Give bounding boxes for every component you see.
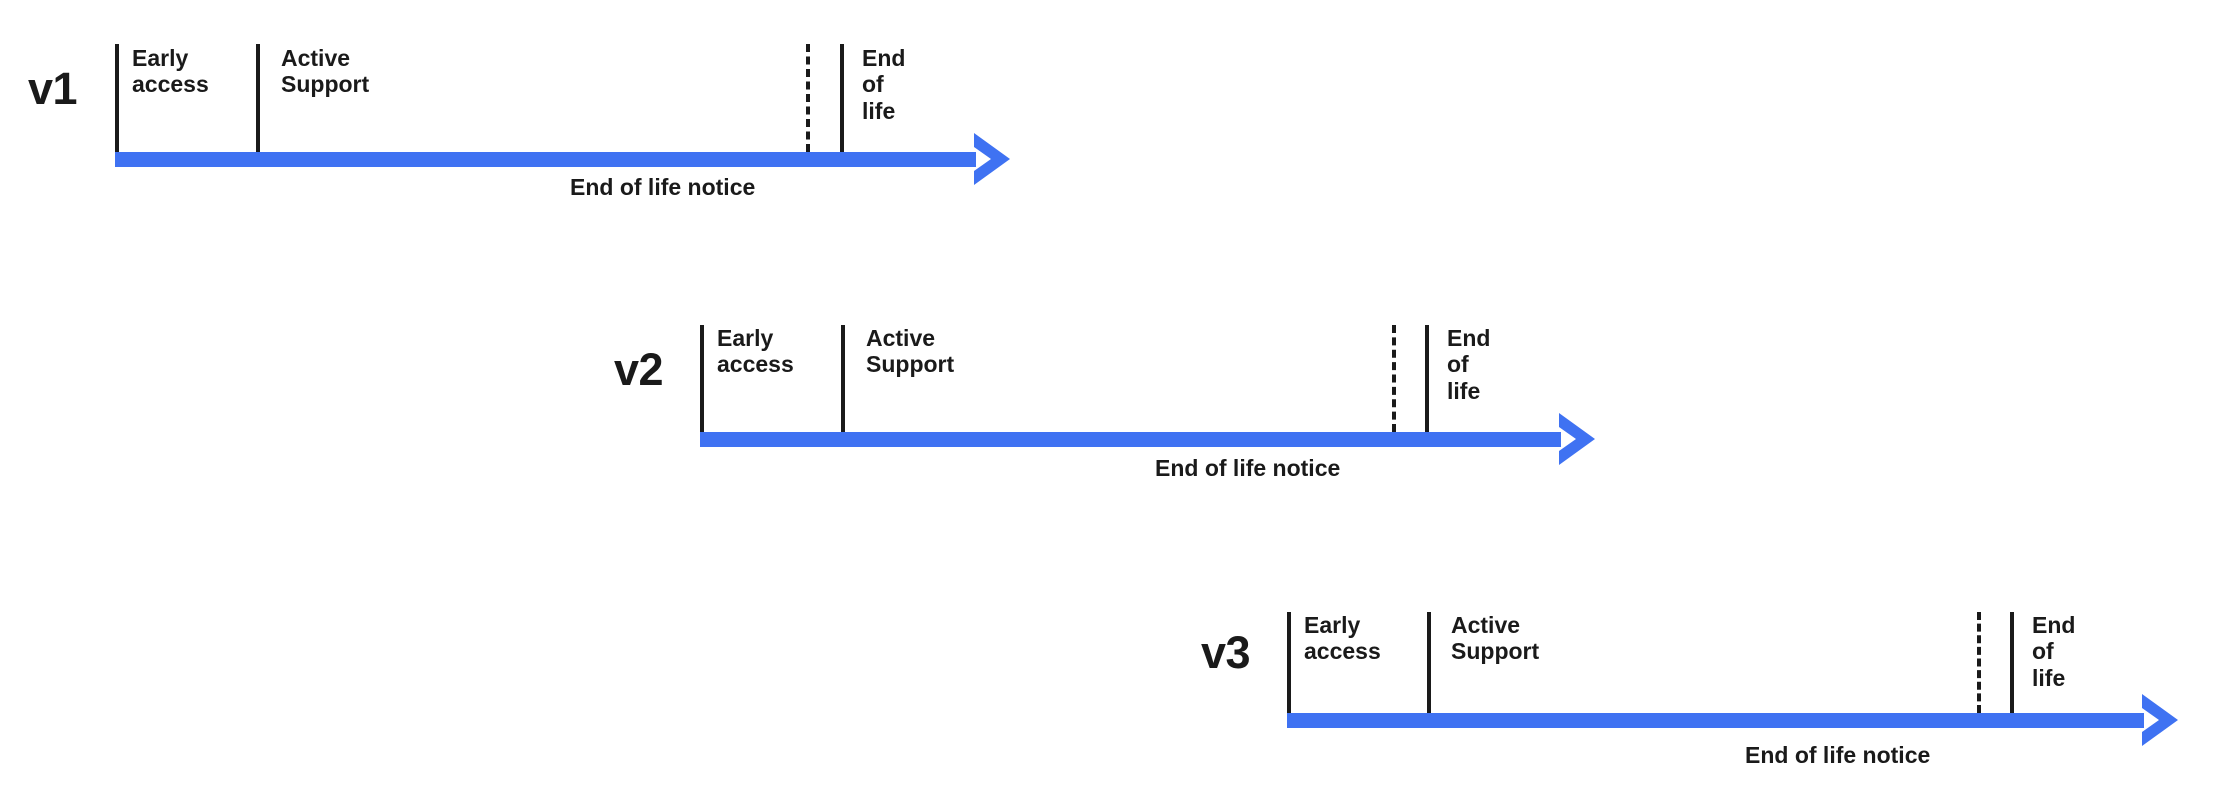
timeline-bar <box>115 152 976 167</box>
phase-divider-solid-0 <box>1287 612 1291 713</box>
phase-divider-solid-3 <box>840 44 844 152</box>
phase-label-1: Active Support <box>281 45 370 98</box>
phase-label-3: End of life <box>862 45 906 124</box>
phase-label-0: Early access <box>717 325 794 378</box>
end-of-life-notice-label: End of life notice <box>570 174 756 200</box>
phase-divider-solid-3 <box>1425 325 1429 432</box>
timeline-bar <box>1287 713 2144 728</box>
phase-label-0: Early access <box>132 45 209 98</box>
phase-label-1: Active Support <box>1451 612 1540 665</box>
version-label-v1: v1 <box>28 63 78 114</box>
phase-divider-solid-0 <box>115 44 119 152</box>
timeline-bar <box>700 432 1561 447</box>
phase-divider-solid-3 <box>2010 612 2014 713</box>
phase-label-1: Active Support <box>866 325 955 378</box>
phase-divider-dashed-2 <box>1977 612 1981 713</box>
phase-divider-solid-1 <box>841 325 845 432</box>
phase-divider-dashed-2 <box>806 44 810 152</box>
end-of-life-notice-label: End of life notice <box>1155 455 1341 481</box>
phase-label-3: End of life <box>1447 325 1491 404</box>
phase-divider-dashed-2 <box>1392 325 1396 432</box>
end-of-life-notice-label: End of life notice <box>1745 742 1931 768</box>
version-label-v2: v2 <box>614 344 664 395</box>
phase-divider-solid-0 <box>700 325 704 432</box>
phase-divider-solid-1 <box>1427 612 1431 713</box>
version-label-v3: v3 <box>1201 627 1251 678</box>
phase-label-3: End of life <box>2032 612 2076 691</box>
phase-divider-solid-1 <box>256 44 260 152</box>
phase-label-0: Early access <box>1304 612 1381 665</box>
